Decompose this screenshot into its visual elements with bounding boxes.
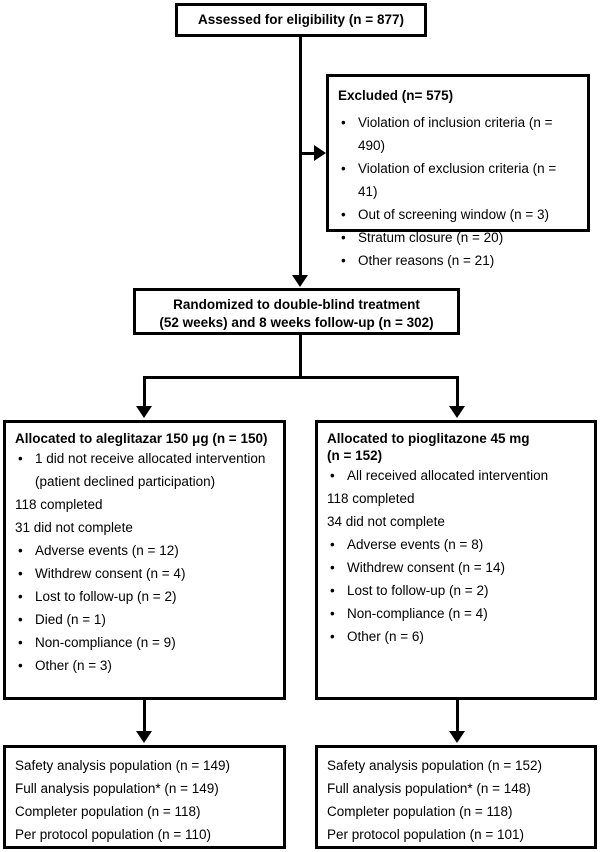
arm-2-population-safety: Safety analysis population (n = 152) — [327, 758, 543, 773]
list-item: Non-compliance (n = 9) — [15, 631, 274, 654]
box-excluded: Excluded (n= 575) Violation of inclusion… — [326, 74, 590, 272]
assessed-title: Assessed for eligibility (n = 877) — [198, 12, 404, 27]
arrow-into-arm-left — [136, 406, 152, 418]
list-item: Lost to follow-up (n = 2) — [15, 585, 274, 608]
list-item: Stratum closure (n = 20) — [338, 226, 578, 249]
list-item: Out of screening window (n = 3) — [338, 203, 578, 226]
excluded-reason-list: Violation of inclusion criteria (n = 490… — [338, 111, 578, 272]
arm-1-completed: 118 completed — [15, 497, 103, 512]
box-randomized: Randomized to double-blind treatment (52… — [133, 288, 460, 335]
list-item: Withdrew consent (n = 4) — [15, 562, 274, 585]
arm-1-allocation-title: Allocated to aleglitazar 150 μg (n = 150… — [15, 431, 268, 446]
randomized-line-2: (52 weeks) and 8 weeks follow-up (n = 30… — [159, 315, 434, 330]
arm-1-population-completer: Completer population (n = 118) — [15, 804, 201, 819]
arm-1-not-completed: 31 did not complete — [15, 520, 133, 535]
list-item: Lost to follow-up (n = 2) — [327, 579, 585, 602]
arm-2-discontinuation-list: Adverse events (n = 8) Withdrew consent … — [327, 533, 585, 648]
list-item: Violation of exclusion criteria (n = 41) — [338, 157, 578, 203]
list-item: Died (n = 1) — [15, 608, 274, 631]
list-item: Withdrew consent (n = 14) — [327, 556, 585, 579]
connector-assessed-to-randomized — [299, 37, 302, 275]
arrow-into-arm-right — [449, 406, 465, 418]
connector-arm-1-to-populations — [143, 700, 146, 733]
connector-to-arm-right — [456, 376, 459, 408]
excluded-title: Excluded (n= 575) — [338, 88, 454, 103]
arm-1-population-full-analysis: Full analysis population* (n = 149) — [15, 781, 219, 796]
arrow-into-randomized — [292, 275, 308, 287]
connector-to-excluded — [301, 152, 315, 155]
list-item: Non-compliance (n = 4) — [327, 602, 585, 625]
arm-2-population-per-protocol: Per protocol population (n = 101) — [327, 827, 525, 842]
arm-2-completed: 118 completed — [327, 491, 415, 506]
list-item: Violation of inclusion criteria (n = 490… — [338, 111, 578, 157]
arm-1-intervention-list: 1 did not receive allocated intervention… — [15, 447, 274, 493]
arm-1-discontinuation-list: Adverse events (n = 12) Withdrew consent… — [15, 539, 274, 677]
arm-2-not-completed: 34 did not complete — [327, 514, 445, 529]
connector-randomized-stem — [299, 335, 302, 378]
connector-arm-2-to-populations — [456, 700, 459, 733]
list-item: All received allocated intervention — [327, 464, 585, 487]
list-item: 1 did not receive allocated intervention — [15, 447, 274, 470]
list-item-continuation: (patient declined participation) — [35, 474, 216, 489]
box-populations-arm-1: Safety analysis population (n = 149) Ful… — [3, 745, 286, 849]
arm-1-population-per-protocol: Per protocol population (n = 110) — [15, 827, 212, 842]
box-populations-arm-2: Safety analysis population (n = 152) Ful… — [315, 745, 597, 849]
box-assessed-for-eligibility: Assessed for eligibility (n = 877) — [175, 3, 427, 37]
list-item: Other (n = 3) — [15, 654, 274, 677]
arm-2-intervention-list: All received allocated intervention — [327, 464, 585, 487]
arm-2-population-full-analysis: Full analysis population* (n = 148) — [327, 781, 531, 796]
randomized-line-1: Randomized to double-blind treatment — [173, 297, 420, 312]
list-item: Other (n = 6) — [327, 625, 585, 648]
connector-randomized-split-bar — [143, 376, 459, 379]
box-allocation-arm-1: Allocated to aleglitazar 150 μg (n = 150… — [3, 420, 286, 700]
connector-to-arm-left — [143, 376, 146, 408]
box-allocation-arm-2: Allocated to pioglitazone 45 mg (n = 152… — [315, 420, 597, 700]
arm-2-allocation-title-line-1: Allocated to pioglitazone 45 mg — [327, 431, 530, 446]
list-item: Adverse events (n = 8) — [327, 533, 585, 556]
list-item: Adverse events (n = 12) — [15, 539, 274, 562]
list-item: Other reasons (n = 21) — [338, 249, 578, 272]
arm-2-population-completer: Completer population (n = 118) — [327, 804, 513, 819]
arrow-into-populations-arm-2 — [449, 731, 465, 743]
arm-2-allocation-title-line-2: (n = 152) — [327, 448, 383, 463]
arrow-into-populations-arm-1 — [136, 731, 152, 743]
arm-1-population-safety: Safety analysis population (n = 149) — [15, 758, 231, 773]
arrow-into-excluded — [314, 145, 326, 161]
